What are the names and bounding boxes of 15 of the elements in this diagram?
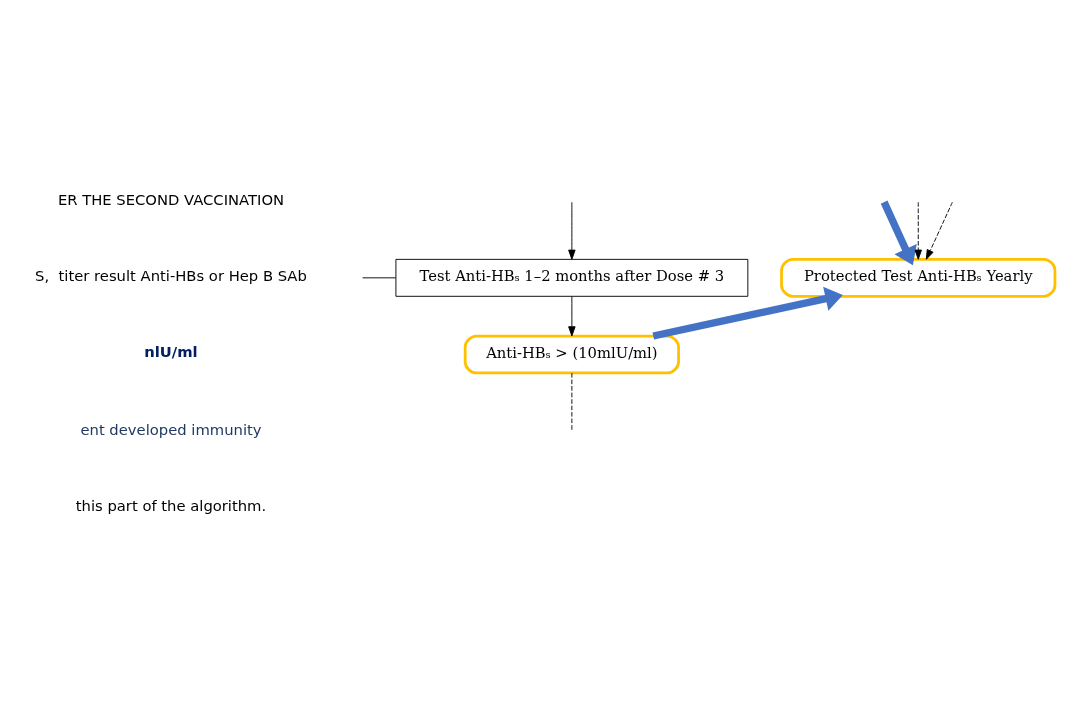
node-box: Test Anti-HBₛ 1–2 months after Dose # 3 [395, 258, 749, 297]
arrow [568, 201, 576, 260]
arrow [914, 201, 922, 260]
label: ent developed immunity [80, 420, 262, 438]
label: this part of the algorithm. [75, 496, 267, 514]
connector [362, 276, 397, 278]
arrow [568, 295, 576, 336]
node-box: Protected Test Anti-HBₛ Yearly [780, 257, 1057, 298]
label: nlU/ml [144, 342, 198, 360]
arrow [925, 201, 953, 260]
node-box: Anti-HBₛ > (10mlU/ml) [463, 334, 680, 374]
arrow [880, 200, 917, 265]
label: ER THE SECOND VACCINATION [57, 190, 285, 208]
label: S, titer result Anti-HBs or Hep B SAb [35, 266, 307, 284]
arrow [652, 286, 843, 340]
